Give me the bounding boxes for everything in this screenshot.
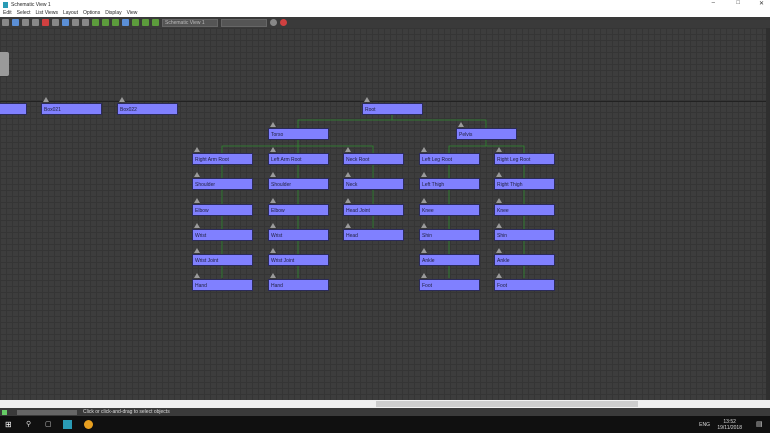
node-right-leg-root[interactable]: Right Leg Root — [494, 147, 555, 165]
layout-icon[interactable] — [142, 19, 149, 26]
zoom-selected-icon[interactable] — [270, 19, 277, 26]
node-left-thigh[interactable]: Left Thigh — [419, 172, 480, 190]
view-name-field[interactable]: Schematic View 1 — [162, 18, 218, 27]
node-foot-l[interactable]: Foot — [419, 273, 480, 291]
node-left-leg-root[interactable]: Left Leg Root — [419, 147, 480, 165]
node-right-arm-root[interactable]: Right Arm Root — [192, 147, 253, 165]
chrome-taskbar-icon[interactable] — [84, 420, 93, 429]
node-ankle-r[interactable]: Ankle — [494, 248, 555, 266]
node-box022[interactable]: Box022 — [117, 97, 178, 115]
status-prompt: Click or click-and-drag to select object… — [83, 409, 170, 415]
menu-select[interactable]: Select — [16, 10, 31, 16]
remove-bookmark-icon[interactable] — [280, 19, 287, 26]
search-icon[interactable]: ⚲ — [26, 421, 32, 428]
menu-layout[interactable]: Layout — [62, 10, 78, 16]
title-bar: Schematic View 1 – □ ✕ — [0, 0, 770, 9]
node-knee-l[interactable]: Knee — [419, 198, 480, 216]
notifications-icon[interactable]: ▤ — [756, 421, 763, 428]
task-view-icon[interactable]: ▢ — [45, 421, 52, 428]
horizontal-scrollbar[interactable] — [0, 400, 770, 408]
display-floater-icon[interactable] — [2, 19, 9, 26]
connect-icon[interactable] — [22, 19, 29, 26]
hierarchy-mode-icon[interactable] — [52, 19, 59, 26]
auto-arrange-icon[interactable] — [122, 19, 129, 26]
node-head[interactable]: Head — [343, 223, 404, 241]
window-title: Schematic View 1 — [11, 1, 51, 8]
node-left-arm-root[interactable]: Left Arm Root — [268, 147, 329, 165]
vertical-scrollbar[interactable] — [766, 28, 770, 400]
node-shin-l[interactable]: Shin — [419, 223, 480, 241]
menu-list-views[interactable]: List Views — [35, 10, 58, 16]
close-button[interactable]: ✕ — [758, 1, 764, 7]
schematic-canvas[interactable]: Box021 Box022 Root Torso Pelvis Right Ar… — [0, 28, 770, 400]
node-box021[interactable]: Box021 — [41, 97, 102, 115]
node-neck[interactable]: Neck — [343, 172, 404, 190]
node-elbow-r[interactable]: Elbow — [192, 198, 253, 216]
node-shoulder-r[interactable]: Shoulder — [192, 172, 253, 190]
expand-icon[interactable] — [82, 19, 89, 26]
maximize-button[interactable]: □ — [736, 0, 740, 6]
bookmark-icon[interactable] — [152, 19, 159, 26]
menu-display[interactable]: Display — [105, 10, 122, 16]
node-root[interactable]: Root — [362, 97, 423, 115]
node-ankle-l[interactable]: Ankle — [419, 248, 480, 266]
node-right-thigh[interactable]: Right Thigh — [494, 172, 555, 190]
collapse-icon[interactable] — [92, 19, 99, 26]
arrange-icon[interactable] — [112, 19, 119, 26]
node-pelvis[interactable]: Pelvis — [456, 122, 517, 140]
time: 13:52 — [723, 419, 736, 425]
app-icon — [3, 1, 8, 8]
align-icon[interactable] — [72, 19, 79, 26]
menu-view[interactable]: View — [126, 10, 138, 16]
status-bar: Click or click-and-drag to select object… — [0, 408, 770, 416]
toolbar: Schematic View 1 — [0, 17, 770, 28]
filter-icon[interactable] — [132, 19, 139, 26]
move-children-icon[interactable] — [102, 19, 109, 26]
node-hand-r[interactable]: Hand — [192, 273, 253, 291]
date: 19/11/2018 — [717, 425, 742, 431]
lang-indicator[interactable]: ENG — [699, 422, 710, 428]
node-elbow-l[interactable]: Elbow — [268, 198, 329, 216]
maxscript-icon[interactable] — [2, 409, 7, 415]
node-shoulder-l[interactable]: Shoulder — [268, 172, 329, 190]
node-hand-l[interactable]: Hand — [268, 273, 329, 291]
scrollbar-thumb[interactable] — [376, 401, 638, 407]
node-knee-r[interactable]: Knee — [494, 198, 555, 216]
windows-start-icon[interactable]: ⊞ — [5, 420, 12, 429]
menu-edit[interactable]: Edit — [3, 10, 12, 16]
delete-icon[interactable] — [42, 19, 49, 26]
menu-bar: Edit Select List Views Layout Options Di… — [0, 9, 770, 17]
3dsmax-taskbar-icon[interactable] — [63, 420, 72, 429]
menu-options[interactable]: Options — [82, 10, 101, 16]
connection-lines — [221, 115, 525, 278]
node-wrist-joint-r[interactable]: Wrist Joint — [192, 248, 253, 266]
select-icon[interactable] — [12, 19, 19, 26]
node-head-joint[interactable]: Head Joint — [343, 198, 404, 216]
node-wrist-r[interactable]: Wrist — [192, 223, 253, 241]
node-torso[interactable]: Torso — [268, 122, 329, 140]
node-shin-r[interactable]: Shin — [494, 223, 555, 241]
node-neck-root[interactable]: Neck Root — [343, 147, 404, 165]
maxscript-listener-field[interactable] — [17, 409, 77, 415]
unlink-icon[interactable] — [32, 19, 39, 26]
references-mode-icon[interactable] — [62, 19, 69, 26]
node-foot-r[interactable]: Foot — [494, 273, 555, 291]
side-panel-handle[interactable] — [0, 52, 9, 76]
node-partial[interactable] — [0, 103, 27, 115]
node-wrist-joint-l[interactable]: Wrist Joint — [268, 248, 329, 266]
bookmark-dropdown[interactable] — [221, 18, 267, 27]
minimize-button[interactable]: – — [711, 0, 715, 6]
divider — [0, 101, 770, 102]
node-wrist-l[interactable]: Wrist — [268, 223, 329, 241]
